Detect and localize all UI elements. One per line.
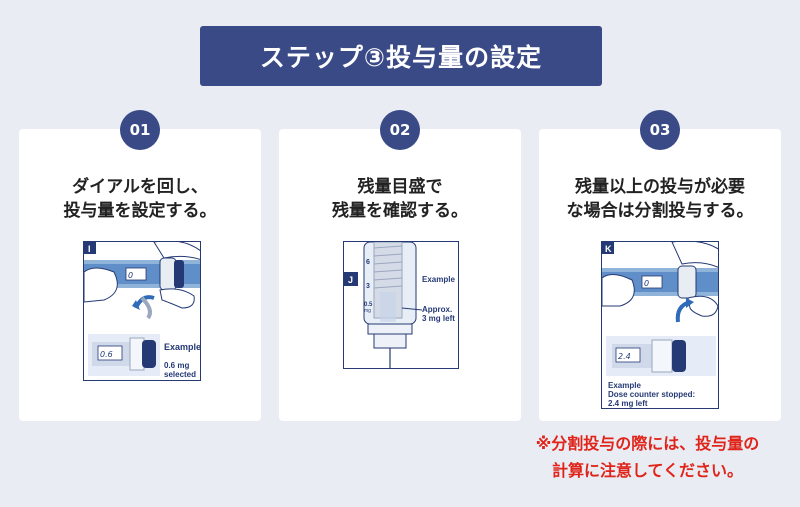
step-2-illustration: 6 3 0.5 mg J Example Approx. 3 mg left	[343, 241, 459, 369]
step-2-line-2: 残量を確認する。	[332, 201, 468, 221]
step-number-1: 01	[120, 110, 160, 150]
step-1-selected-line-1: 0.6 mg	[164, 361, 189, 370]
step-3-line-2: な場合は分割投与する。	[566, 201, 754, 221]
step-3-illustration: 0 K 2.4 Example Dose counter stopped: 2.…	[601, 241, 719, 409]
step-2-line-1: 残量目盛で	[357, 177, 443, 197]
step-2-approx-line-1: Approx.	[422, 305, 452, 314]
step-2-text: 残量目盛で 残量を確認する。	[279, 175, 521, 223]
step-3-counter: 0	[644, 279, 649, 288]
step-2-scale-3: 3	[366, 283, 370, 290]
step-3-line-1: 残量以上の投与が必要	[575, 177, 745, 197]
step-3-panel-letter: K	[605, 244, 612, 254]
note-line-2: 計算に注意してください。	[551, 461, 744, 480]
step-1-counter: 0	[128, 271, 133, 280]
step-2-scale-6: 6	[366, 259, 370, 266]
step-card-1: ダイアルを回し、 投与量を設定する。 0 I 0.6 Example 0	[19, 129, 261, 421]
step-card-2: 残量目盛で 残量を確認する。 6 3 0.5 mg J Exam	[279, 129, 521, 421]
step-3-stopped-line-1: Dose counter stopped:	[608, 390, 695, 399]
step-1-example-label: Example	[164, 342, 201, 352]
step-1-panel-letter: I	[88, 244, 91, 254]
step-2-scale-mg: mg	[364, 308, 371, 314]
step-1-line-1: ダイアルを回し、	[72, 177, 208, 197]
split-dose-note: ※分割投与の際には、投与量の 計算に注意してください。	[505, 430, 790, 484]
step-number-3: 03	[640, 110, 680, 150]
step-card-3: 残量以上の投与が必要 な場合は分割投与する。 0 K 2.4 Example D…	[539, 129, 781, 421]
page-title: ステップ③投与量の設定	[200, 26, 602, 86]
step-1-illustration: 0 I 0.6 Example 0.6 mg selected	[83, 241, 201, 381]
step-number-2: 02	[380, 110, 420, 150]
step-3-text: 残量以上の投与が必要 な場合は分割投与する。	[539, 175, 781, 223]
step-1-line-2: 投与量を設定する。	[63, 201, 217, 221]
step-1-text: ダイアルを回し、 投与量を設定する。	[19, 175, 261, 223]
step-2-scale-0.5: 0.5	[364, 302, 373, 308]
step-2-panel-letter: J	[348, 275, 353, 285]
step-3-stopped-counter: 2.4	[618, 352, 631, 361]
step-1-selected-counter: 0.6	[100, 350, 113, 359]
step-1-selected-line-2: selected	[164, 370, 196, 379]
step-3-example-label: Example	[608, 381, 641, 390]
step-2-approx-line-2: 3 mg left	[422, 314, 455, 323]
step-2-example-label: Example	[422, 275, 455, 284]
note-line-1: ※分割投与の際には、投与量の	[535, 434, 760, 453]
step-3-stopped-line-2: 2.4 mg left	[608, 399, 648, 408]
